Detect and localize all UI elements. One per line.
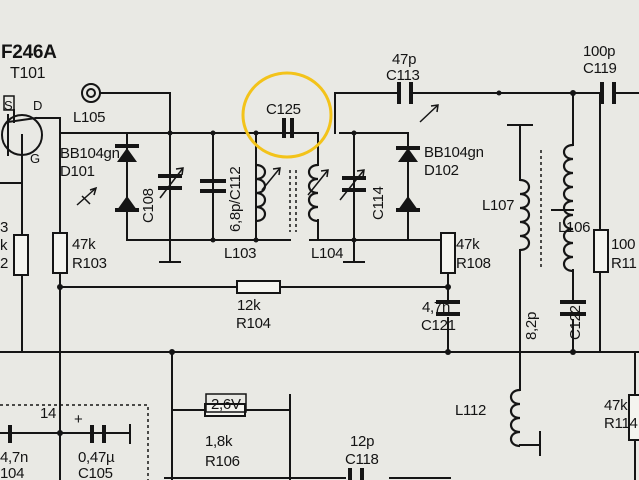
transistor-t101 (1, 95, 43, 171)
varactor-d101 (76, 144, 139, 212)
inductor-l106 (540, 143, 574, 273)
resistor-r108 (440, 232, 456, 274)
label-l105: L105 (73, 109, 105, 126)
resistor-r104 (236, 280, 281, 294)
ic-box (0, 404, 149, 480)
capacitor-c122 (560, 300, 586, 316)
label-d101-type: BB104gn (60, 145, 120, 162)
label-c119: C119 (583, 60, 617, 77)
label-pin14: 14 (40, 405, 56, 422)
label-r108: R108 (456, 255, 491, 272)
capacitor-c113 (397, 82, 439, 123)
resistor-r106 (204, 403, 246, 417)
label-c113: C113 (386, 67, 420, 84)
label-c104: 104 (0, 465, 24, 480)
label-l106: L106 (558, 219, 590, 236)
inductor-l112 (509, 388, 521, 448)
label-c104-value: 4,7n (0, 449, 28, 466)
label-l103: L103 (224, 245, 256, 262)
capacitor-c118 (348, 468, 364, 480)
label-c108: C108 (140, 188, 157, 223)
label-c119-value: 100p (583, 43, 615, 60)
label-r106: R106 (205, 453, 240, 470)
component-labels: F246A T101 S D G L105 BB104gn D101 C108 … (0, 42, 638, 480)
resistor-r11x (593, 229, 609, 273)
label-r114-value: 47k (604, 397, 628, 414)
label-c114: C114 (370, 186, 387, 220)
label-l104: L104 (311, 245, 343, 262)
label-c125: C125 (266, 101, 301, 118)
inductor-l103 (255, 149, 281, 241)
label-r104-value: 12k (237, 297, 261, 314)
label-l112: L112 (455, 402, 486, 419)
label-d102-type: BB104gn (424, 144, 484, 161)
l105-terminal (81, 83, 104, 103)
label-t101-s: S (4, 98, 13, 113)
resistor-r103 (52, 232, 68, 274)
label-r103-value: 47k (72, 236, 96, 253)
voltage-box (205, 393, 247, 413)
label-d101: D101 (60, 163, 95, 180)
capacitor-c121 (436, 286, 460, 316)
label-c122-value: 8,2p (523, 312, 540, 340)
label-left-res-a: 3 (0, 219, 8, 236)
capacitor-c114 (339, 169, 366, 201)
label-c118: C118 (345, 451, 379, 468)
label-r104: R104 (236, 315, 271, 332)
label-c118-value: 12p (350, 433, 374, 450)
resistor-left (13, 234, 29, 276)
label-c113-value: 47p (392, 51, 416, 68)
resistor-r114 (628, 394, 639, 441)
varactor-d102 (396, 146, 420, 212)
label-t101-type: F246A (1, 42, 57, 63)
label-plus: + (74, 411, 83, 428)
label-c105: C105 (78, 465, 113, 480)
label-r106-value: 1,8k (205, 433, 233, 450)
label-l107: L107 (482, 197, 514, 214)
c125-highlight-circle (241, 71, 333, 159)
label-r11x-value: 100 (611, 236, 635, 253)
label-t101-d: D (33, 98, 42, 113)
capacitor-c119 (600, 82, 616, 104)
label-r11x: R11 (611, 255, 637, 272)
label-left-res-b: k (0, 237, 8, 254)
label-c122: C122 (567, 305, 584, 340)
label-left-res-c: 2 (0, 255, 8, 272)
label-c112: 6,8p/C112 (227, 167, 244, 232)
label-r114: R114 (604, 415, 638, 432)
label-t101-g: G (30, 151, 40, 166)
capacitor-c108 (158, 167, 184, 199)
label-c121: C121 (421, 317, 456, 334)
capacitor-c125 (241, 71, 333, 159)
label-voltage: 2,6V (211, 396, 241, 413)
label-c105-value: 0,47µ (78, 449, 115, 466)
label-d102: D102 (424, 162, 459, 179)
inductor-l104 (307, 163, 329, 223)
inductor-l107 (519, 178, 531, 252)
label-t101: T101 (10, 65, 46, 82)
label-r103: R103 (72, 255, 107, 272)
label-r108-value: 47k (456, 236, 480, 253)
label-c121-value: 4,7n (422, 299, 450, 316)
capacitor-c112 (200, 179, 226, 193)
